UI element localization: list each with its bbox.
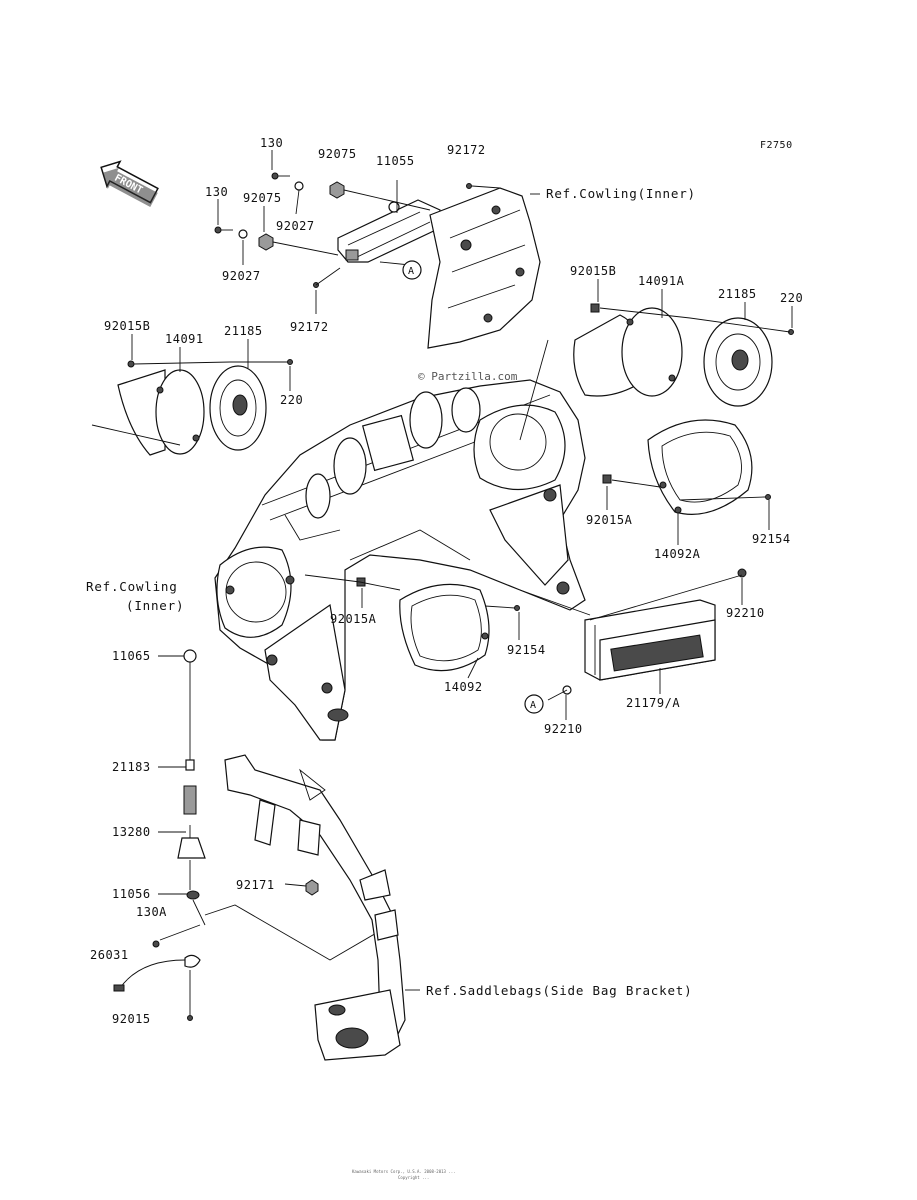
label-92210-a: 92210: [726, 606, 765, 620]
trim-ring-14092A: [602, 419, 771, 515]
label-21179A: 21179/A: [626, 696, 680, 710]
label-21185-b: 21185: [224, 324, 263, 338]
side-bag-bracket: [224, 754, 420, 1061]
label-92171: 92171: [236, 878, 275, 892]
label-92154-a: 92154: [752, 532, 791, 546]
label-130A: 130A: [136, 905, 167, 919]
label-14091A: 14091A: [638, 274, 685, 288]
label-92075-b: 92075: [243, 191, 282, 205]
left-speaker-set: [91, 359, 293, 456]
label-26031: 26031: [90, 948, 129, 962]
marker-a-lower: [524, 694, 544, 714]
label-21185-a: 21185: [718, 287, 757, 301]
label-21183: 21183: [112, 760, 151, 774]
reference-labels: Ref.Cowling(Inner) Ref.Cowling (Inner) R…: [86, 186, 696, 998]
label-220-b: 220: [280, 393, 303, 407]
ref-saddlebags: Ref.Saddlebags(Side Bag Bracket): [426, 983, 692, 998]
label-92075-a: 92075: [318, 147, 357, 161]
audio-unit: [519, 568, 747, 701]
label-13280: 13280: [112, 825, 151, 839]
label-92015A-b: 92015A: [330, 612, 377, 626]
label-92015B-b: 92015B: [104, 319, 150, 333]
right-speaker-set: [519, 303, 794, 441]
ref-cowling-inner-top: Ref.Cowling(Inner): [546, 186, 696, 201]
ref-cowling-inner-left-1: Ref.Cowling: [86, 579, 178, 594]
front-arrow-icon: FRONT: [100, 160, 159, 208]
label-92015: 92015: [112, 1012, 151, 1026]
marker-a-top-label: A: [408, 266, 415, 277]
footer-line-1: Kawasaki Motors Corp., U.S.A. 2008-2013 …: [352, 1169, 456, 1174]
leader-lines-top: [272, 180, 540, 286]
part-labels: 130 92075 11055 92172 130 92075 92027 92…: [90, 136, 803, 1026]
label-92027-b: 92027: [222, 269, 261, 283]
label-14092A: 14092A: [654, 547, 701, 561]
label-92015B-a: 92015B: [570, 264, 616, 278]
label-14091: 14091: [165, 332, 204, 346]
marker-a-top: [402, 260, 422, 280]
ref-cowling-inner-left-2: (Inner): [126, 598, 184, 613]
label-92154-b: 92154: [507, 643, 546, 657]
label-92172-a: 92172: [447, 143, 486, 157]
label-11055: 11055: [376, 154, 415, 168]
upper-bracket: [337, 199, 441, 263]
footer-line-2: Copyright ...: [398, 1175, 429, 1180]
label-14092: 14092: [444, 680, 483, 694]
label-92210-b: 92210: [544, 722, 583, 736]
label-130-b: 130: [205, 185, 228, 199]
antenna-assembly: [113, 649, 391, 1021]
label-92015A-a: 92015A: [586, 513, 633, 527]
figure-code: F2750: [760, 140, 793, 151]
fasteners-top: [214, 172, 472, 288]
label-11065: 11065: [112, 649, 151, 663]
label-130-a: 130: [260, 136, 283, 150]
label-92172-b: 92172: [290, 320, 329, 334]
watermark: © Partzilla.com: [418, 370, 518, 383]
outer-cowling: [214, 379, 586, 741]
label-leaders: [131, 150, 793, 895]
marker-a-lower-label: A: [530, 700, 537, 711]
label-11056: 11056: [112, 887, 151, 901]
trim-ring-14092: [304, 574, 520, 672]
label-220-a: 220: [780, 291, 803, 305]
inner-cowling-upper: [427, 187, 541, 349]
label-92027-a: 92027: [276, 219, 315, 233]
